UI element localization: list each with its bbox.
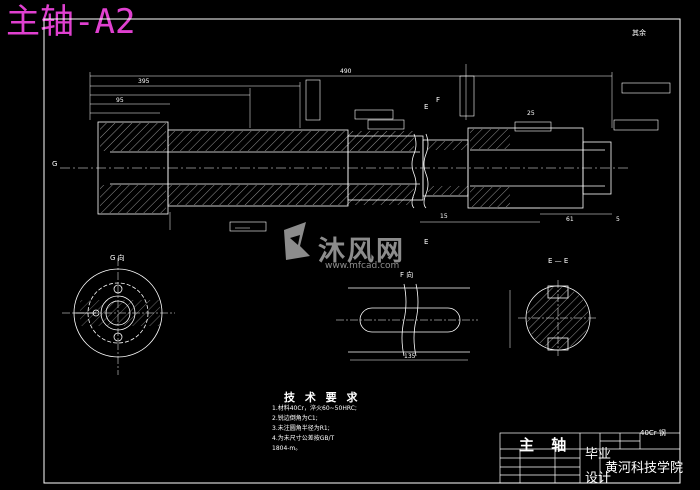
- drawing-border: [43, 18, 681, 484]
- hatch-right-upper: [470, 129, 510, 149]
- dim-5: 5: [616, 216, 620, 223]
- hatch-upper-left: [168, 131, 414, 151]
- dim-61: 61: [566, 216, 574, 223]
- title-block-school: 黄河科技学院: [605, 461, 684, 476]
- top-right-label: 其余: [632, 29, 646, 37]
- f-view-label: F 向: [400, 271, 414, 279]
- hatch-left-end-b: [100, 185, 166, 213]
- tolerance-frames: [229, 75, 671, 232]
- hatch-left-end: [100, 123, 166, 151]
- hatch-right-lower: [470, 187, 510, 207]
- page-title: 主轴-A2: [6, 2, 136, 42]
- f-view: [336, 283, 478, 361]
- section-letter-e-bottom: E: [424, 238, 429, 246]
- dim-395: 395: [138, 78, 150, 85]
- tech-item: 4.为未尺寸公差按GB/T: [272, 435, 335, 442]
- dim-135: 135: [404, 353, 416, 360]
- watermark-url: www.mfcad.com: [325, 261, 400, 271]
- e-section-hatch: [527, 287, 589, 349]
- tech-item: 1804-m。: [272, 445, 302, 452]
- tech-item: 1.材料40Cr，淬火60~50HRC;: [272, 405, 357, 412]
- tech-item: 3.未注圆角半径为R1;: [272, 425, 330, 432]
- title-block-part-name: 主 轴: [519, 436, 573, 454]
- title-block-corner: 40Cr 钢: [640, 429, 666, 437]
- title-block-graduation-2: 设计: [585, 471, 612, 486]
- e-section-label: E — E: [548, 257, 569, 265]
- hatch-upper-right: [428, 141, 468, 150]
- section-letter-g: G: [52, 160, 58, 168]
- hatch-lower-left: [168, 185, 414, 205]
- hatch-lower-right: [428, 186, 468, 195]
- g-view-label: G 向: [110, 254, 125, 262]
- watermark-logo: [284, 222, 310, 260]
- section-letter-e-top: E: [424, 103, 429, 111]
- tech-item: 2.锐边倒角为C1;: [272, 415, 318, 422]
- shaft-main-view: [60, 121, 628, 215]
- tech-requirements-list: 1.材料40Cr，淬火60~50HRC; 2.锐边倒角为C1; 3.未注圆角半径…: [272, 404, 357, 454]
- dim-95: 95: [116, 97, 124, 104]
- title-block: [499, 432, 681, 484]
- tech-requirements-title: 技 术 要 求: [284, 391, 361, 404]
- watermark-text: 沐风网: [318, 236, 405, 267]
- dim-15: 15: [440, 213, 448, 220]
- title-block-graduation-1: 毕业: [585, 447, 612, 462]
- dim-overall: 490: [340, 68, 352, 75]
- section-letter-f: F: [436, 96, 441, 104]
- dim-25: 25: [527, 110, 535, 117]
- dimension-lines: [89, 64, 613, 230]
- g-view-hatch: [80, 300, 160, 326]
